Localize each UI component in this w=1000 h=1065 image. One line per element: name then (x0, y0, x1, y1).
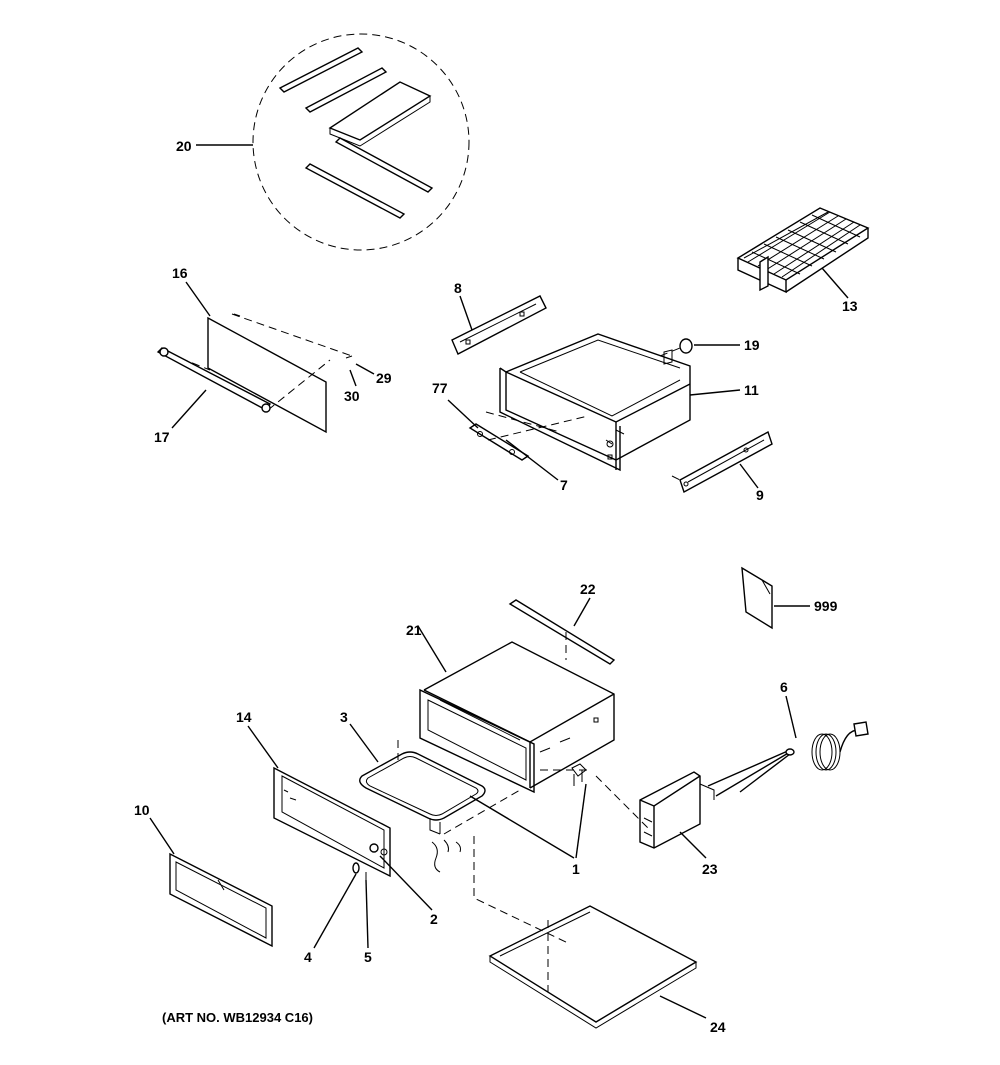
label-16: 16 (172, 265, 188, 281)
label-23: 23 (702, 861, 718, 877)
label-21: 21 (406, 622, 422, 638)
art-number-caption: (ART NO. WB12934 C16) (162, 1010, 313, 1025)
label-13: 13 (842, 298, 858, 314)
label-22: 22 (580, 581, 596, 597)
label-3: 3 (340, 709, 348, 725)
part-9-right-slide (671, 430, 773, 494)
part-10-window (149, 817, 273, 948)
part-11-drawer-box (499, 333, 741, 472)
label-999: 999 (814, 598, 838, 614)
part-2-4-5-knob (313, 839, 461, 949)
part-77-7-bracket (447, 399, 589, 481)
label-8: 8 (454, 280, 462, 296)
callout-labels: 20 13 16 8 19 29 30 77 11 17 7 9 22 999 … (134, 138, 858, 1035)
part-21-outer-case (417, 625, 615, 794)
part-13-wire-rack (736, 207, 870, 299)
label-20: 20 (176, 138, 192, 154)
part-24-bottom-tray (473, 836, 707, 1029)
label-1: 1 (572, 861, 580, 877)
part-23-junction-box (595, 771, 715, 859)
label-10: 10 (134, 802, 150, 818)
part-6-power-cord (707, 695, 869, 797)
part-999-literature (741, 566, 810, 630)
label-30: 30 (344, 388, 360, 404)
label-19: 19 (744, 337, 760, 353)
part-22-top-rail (508, 597, 616, 665)
label-24: 24 (710, 1019, 726, 1035)
part-19-bumper (659, 338, 740, 365)
part-1-terminal (469, 763, 590, 859)
label-4: 4 (304, 949, 312, 965)
label-11: 11 (744, 382, 759, 398)
part-20-rack-slides-kit (196, 33, 470, 251)
part-16-17-drawer-front (156, 281, 375, 434)
part-8-left-slide (451, 295, 547, 355)
label-2: 2 (430, 911, 438, 927)
label-7: 7 (560, 477, 568, 493)
label-29: 29 (376, 370, 392, 386)
label-14: 14 (236, 709, 252, 725)
label-6: 6 (780, 679, 788, 695)
part-3-heating-element (349, 723, 521, 835)
label-17: 17 (154, 429, 170, 445)
label-77: 77 (432, 380, 448, 396)
label-5: 5 (364, 949, 372, 965)
label-9: 9 (756, 487, 764, 503)
part-14-front-frame (247, 725, 391, 878)
